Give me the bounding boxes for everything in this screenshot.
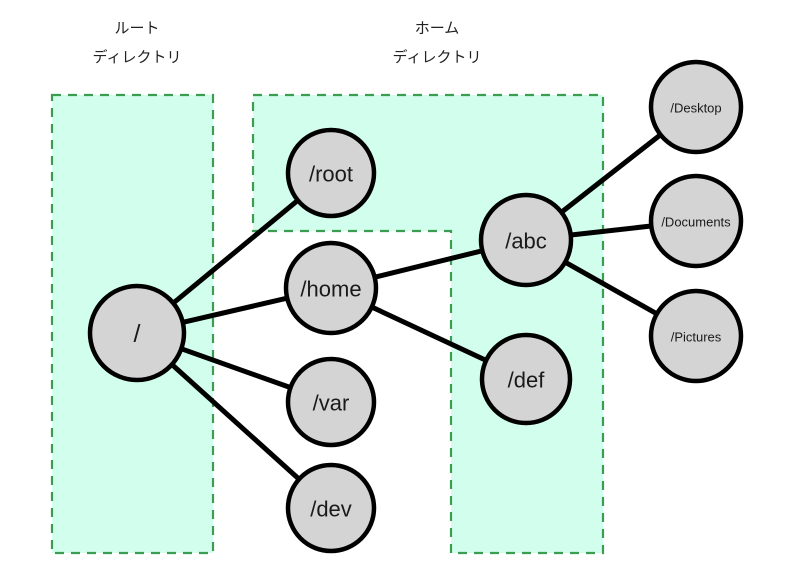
node-def-label: /def	[508, 368, 546, 393]
edge-home-to-abc	[370, 247, 487, 281]
node-root-home[interactable]: /root	[285, 127, 377, 219]
node-pictures-label: /Pictures	[671, 330, 722, 345]
edge-root-to-var	[176, 345, 295, 391]
node-dev-label: /dev	[310, 497, 352, 522]
node-documents-circle[interactable]	[648, 173, 744, 269]
edge-home-to-def	[367, 303, 491, 364]
node-root-home-circle[interactable]	[285, 127, 377, 219]
node-var-circle[interactable]	[285, 356, 377, 448]
node-root-circle[interactable]	[87, 283, 187, 383]
edge-root-to-home	[178, 295, 292, 326]
home-directory-region-caption-line2: ディレクトリ	[393, 48, 482, 66]
edge-root-to-dev	[167, 360, 304, 484]
node-abc-circle[interactable]	[478, 192, 574, 288]
node-home[interactable]: /home	[283, 240, 379, 336]
node-documents-label: /Documents	[661, 215, 731, 230]
node-abc-label: /abc	[505, 229, 547, 254]
node-var-label: /var	[313, 391, 350, 416]
node-desktop-circle[interactable]	[648, 59, 744, 155]
node-var[interactable]: /var	[285, 356, 377, 448]
node-abc[interactable]: /abc	[478, 192, 574, 288]
root-directory-region-caption-line1: ルート	[114, 19, 159, 37]
edge-abc-to-desktop	[557, 130, 665, 217]
home-directory-region-caption-line1: ホーム	[415, 19, 460, 37]
node-home-label: /home	[300, 277, 361, 302]
edge-root-to-root	[169, 196, 302, 307]
node-dev-circle[interactable]	[285, 462, 377, 554]
node-pictures-circle[interactable]	[648, 288, 744, 384]
root-directory-region-caption-line2: ディレクトリ	[93, 48, 182, 66]
edge-abc-to-pictures	[560, 258, 662, 318]
edge-abc-to-documents	[566, 223, 656, 238]
node-root[interactable]: /	[87, 283, 187, 383]
node-def-circle[interactable]	[479, 332, 573, 426]
node-home-circle[interactable]	[283, 240, 379, 336]
node-pictures[interactable]: /Pictures	[648, 288, 744, 384]
node-desktop[interactable]: /Desktop	[648, 59, 744, 155]
edges-layer	[167, 130, 665, 484]
node-root-home-label: /root	[309, 162, 353, 187]
node-def[interactable]: /def	[479, 332, 573, 426]
node-root-label: /	[134, 320, 141, 348]
node-dev[interactable]: /dev	[285, 462, 377, 554]
node-desktop-label: /Desktop	[670, 101, 721, 116]
nodes-layer: / /root/home/var/dev/abc/def/Desktop/Docu…	[87, 59, 744, 554]
node-documents[interactable]: /Documents	[648, 173, 744, 269]
